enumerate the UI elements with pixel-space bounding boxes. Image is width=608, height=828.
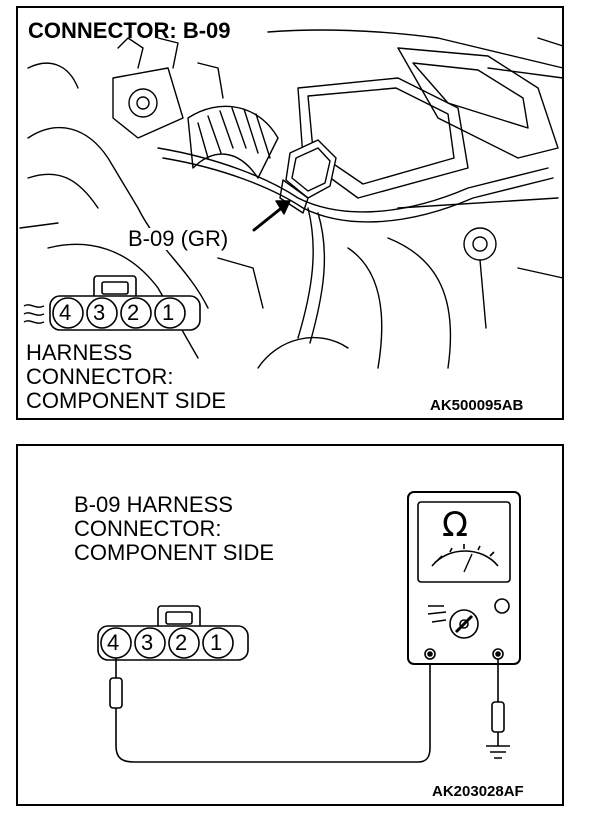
pin-2-label: 2 — [175, 630, 188, 655]
pin-3-label: 3 — [141, 630, 154, 655]
pin-1-label: 1 — [162, 300, 175, 325]
figure-code: AK500095AB — [430, 397, 524, 414]
caption-line-1: HARNESS — [26, 340, 133, 365]
connector-callout-label: B-09 (GR) — [126, 226, 231, 251]
harness-connector-diagram-top — [23, 275, 201, 331]
engine-bay-illustration — [19, 29, 564, 369]
pin-2-circle — [120, 297, 152, 329]
figure-code: AK203028AF — [432, 783, 524, 800]
pin-1-label: 1 — [210, 630, 223, 655]
pin-2-label: 2 — [127, 300, 140, 325]
pin-3-circle — [86, 297, 118, 329]
caption-line-3: COMPONENT SIDE — [26, 388, 227, 413]
pin-3-label: 3 — [93, 300, 106, 325]
ohm-symbol: Ω — [442, 505, 468, 545]
connector-title: CONNECTOR: B-09 — [28, 18, 231, 43]
pin-3-circle — [134, 627, 166, 659]
pin-4-label: 4 — [59, 300, 72, 325]
pin-4-circle — [52, 297, 84, 329]
meter-display — [417, 501, 511, 583]
caption-line-2: CONNECTOR: — [74, 516, 222, 541]
pin-1-circle — [154, 297, 186, 329]
caption-line-3: COMPONENT SIDE — [74, 540, 275, 565]
pin-2-circle — [168, 627, 200, 659]
ground-symbol — [486, 745, 510, 759]
pin-1-circle — [202, 627, 234, 659]
range-selector-dial — [449, 609, 479, 639]
zero-adjust-knob — [494, 598, 510, 614]
caption-line-2: CONNECTOR: — [26, 364, 174, 389]
pin-4-label: 4 — [107, 630, 120, 655]
ohmmeter-test-panel: B-09 HARNESS CONNECTOR: COMPONENT SIDE — [16, 444, 564, 806]
engine-bay-panel: CONNECTOR: B-09 B-09 (GR) 4 3 2 1 HARNES… — [16, 6, 564, 420]
negative-terminal — [424, 648, 436, 660]
ohmmeter-circuit-diagram — [97, 491, 521, 763]
caption-line-1: B-09 HARNESS — [74, 492, 233, 517]
